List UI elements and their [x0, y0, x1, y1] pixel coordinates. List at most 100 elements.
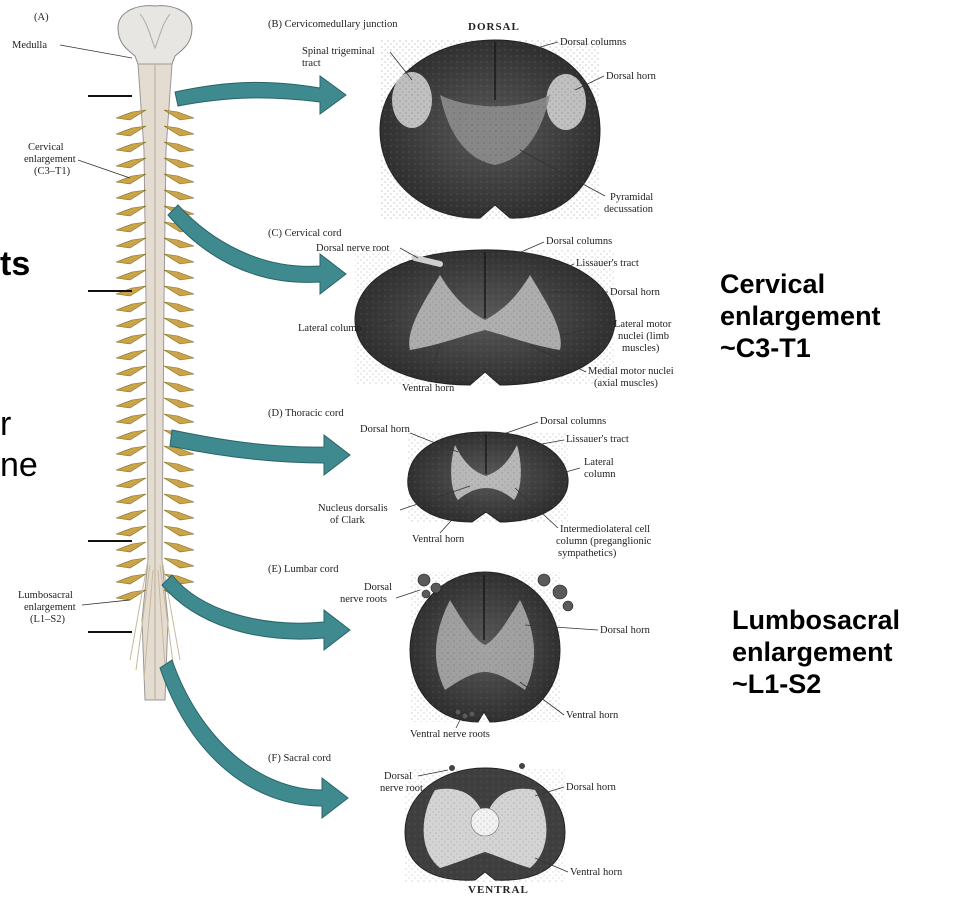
- panel-b-cervicomedullary: (B) Cervicomedullary junction DORSAL Spi…: [268, 19, 657, 220]
- nerve-root-left: [115, 477, 147, 489]
- nerve-root-left: [115, 493, 147, 505]
- panel-d-thoracic: (D) Thoracic cord Dorsal horn Dorsal col…: [268, 408, 652, 559]
- nerve-root-right: [163, 157, 195, 169]
- nerve-root-left: [115, 365, 147, 377]
- nerve-root-right: [163, 381, 195, 393]
- nerve-root-left: [115, 221, 147, 233]
- nerve-roots: [115, 109, 195, 601]
- nerve-root-right: [163, 413, 195, 425]
- nerve-root-left: [115, 173, 147, 185]
- nerve-root-right: [163, 301, 195, 313]
- b-spinal-trigeminal-1: Spinal trigeminal: [302, 46, 375, 57]
- nerve-root-left: [115, 381, 147, 393]
- arrow-to-d: [169, 429, 351, 477]
- slide-text-fragment-1: ts: [0, 245, 31, 283]
- arrow-to-e: [161, 574, 351, 652]
- d-nucleus-dorsalis-2: of Clark: [330, 515, 365, 526]
- b-spinal-trigeminal-2: tract: [302, 58, 321, 69]
- nerve-root-left: [115, 541, 147, 553]
- nerve-root-left: [115, 461, 147, 473]
- nerve-root-right: [163, 125, 195, 137]
- lumbosacral-enlargement-title: Lumbosacral enlargement ~L1-S2: [732, 605, 901, 699]
- e-dorsal-roots-1: Dorsal: [364, 582, 392, 593]
- e-ventral-roots: Ventral nerve roots: [410, 729, 490, 740]
- nerve-root-right: [163, 349, 195, 361]
- medulla-label: Medulla: [12, 40, 47, 51]
- nerve-root-right: [163, 461, 195, 473]
- medulla-shape: [117, 5, 193, 65]
- b-dorsal-horn: Dorsal horn: [606, 71, 657, 82]
- nerve-root-left: [115, 573, 147, 585]
- panel-e-lumbar: (E) Lumbar cord Dorsal nerve roots Dorsa…: [268, 564, 651, 740]
- d-lissauers-tract: Lissauer's tract: [566, 434, 629, 445]
- nerve-root-right: [163, 189, 195, 201]
- d-lateral-1: Lateral: [584, 457, 614, 468]
- nerve-root-right: [163, 173, 195, 185]
- d-dorsal-horn: Dorsal horn: [360, 424, 411, 435]
- f-dorsal-root-2: nerve root: [380, 783, 423, 794]
- cervical-enlargement-label-1: Cervical: [28, 142, 64, 153]
- nerve-root-right: [163, 285, 195, 297]
- d-intermediolateral-1: Intermediolateral cell: [560, 524, 650, 535]
- d-intermediolateral-3: sympathetics): [558, 548, 617, 559]
- nerve-root-right: [163, 493, 195, 505]
- d-dorsal-columns: Dorsal columns: [540, 416, 606, 427]
- f-dorsal-horn: Dorsal horn: [566, 782, 617, 793]
- d-nucleus-dorsalis-1: Nucleus dorsalis: [318, 503, 388, 514]
- nerve-root-right: [163, 109, 195, 121]
- lumbosacral-label-3: (L1–S2): [30, 614, 66, 625]
- nerve-root-left: [115, 429, 147, 441]
- c-dorsal-columns: Dorsal columns: [546, 236, 612, 247]
- b-pyramidal-1: Pyramidal: [610, 192, 653, 203]
- nerve-root-left: [115, 589, 147, 601]
- arrow-to-c: [167, 204, 347, 296]
- nerve-root-left: [115, 125, 147, 137]
- cervical-enlargement-label-2: enlargement: [24, 154, 76, 165]
- nerve-root-left: [115, 269, 147, 281]
- b-pyramidal-2: decussation: [604, 204, 654, 215]
- nerve-root-left: [115, 205, 147, 217]
- dorsal-heading: DORSAL: [468, 21, 520, 33]
- nerve-root-right: [163, 237, 195, 249]
- nerve-root-right: [163, 317, 195, 329]
- nerve-root-left: [115, 253, 147, 265]
- nerve-root-left: [115, 413, 147, 425]
- panel-a-spinal-cord: (A) Medulla Cervical enlargement (C3–T1)…: [12, 5, 195, 701]
- nerve-root-right: [163, 509, 195, 521]
- slide-text-fragment-2: r: [0, 405, 12, 443]
- nerve-root-left: [115, 301, 147, 313]
- c-ventral-horn: Ventral horn: [402, 383, 455, 394]
- nerve-root-right: [163, 365, 195, 377]
- b-dorsal-columns: Dorsal columns: [560, 37, 626, 48]
- nerve-root-right: [163, 525, 195, 537]
- e-root-bundles: [417, 573, 574, 720]
- nerve-root-right: [163, 445, 195, 457]
- nerve-root-right: [163, 269, 195, 281]
- panel-b-title: (B) Cervicomedullary junction: [268, 19, 398, 30]
- nerve-root-right: [163, 333, 195, 345]
- nerve-root-left: [115, 333, 147, 345]
- d-intermediolateral-2: column (preganglionic: [556, 536, 652, 547]
- nerve-root-left: [115, 557, 147, 569]
- nerve-root-right: [163, 477, 195, 489]
- nerve-root-right: [163, 557, 195, 569]
- section-arrows: [159, 75, 351, 820]
- f-dorsal-root-1: Dorsal: [384, 771, 412, 782]
- e-dorsal-roots-2: nerve roots: [340, 594, 387, 605]
- f-ventral-horn: Ventral horn: [570, 867, 623, 878]
- panel-c-cervical: (C) Cervical cord Dorsal nerve root Dors…: [268, 228, 674, 394]
- c-lateral-column: Lateral column: [298, 323, 363, 334]
- panel-e-title: (E) Lumbar cord: [268, 564, 339, 575]
- nerve-root-left: [115, 141, 147, 153]
- c-lateral-motor-3: muscles): [622, 343, 660, 354]
- c-lateral-motor-2: nuclei (limb: [618, 331, 669, 342]
- arrow-to-f: [159, 659, 349, 820]
- nerve-root-left: [115, 509, 147, 521]
- nerve-root-right: [163, 397, 195, 409]
- c-medial-motor-1: Medial motor nuclei: [588, 366, 674, 377]
- nerve-root-left: [115, 109, 147, 121]
- e-dorsal-horn: Dorsal horn: [600, 625, 651, 636]
- e-ventral-horn: Ventral horn: [566, 710, 619, 721]
- c-dorsal-horn: Dorsal horn: [610, 287, 661, 298]
